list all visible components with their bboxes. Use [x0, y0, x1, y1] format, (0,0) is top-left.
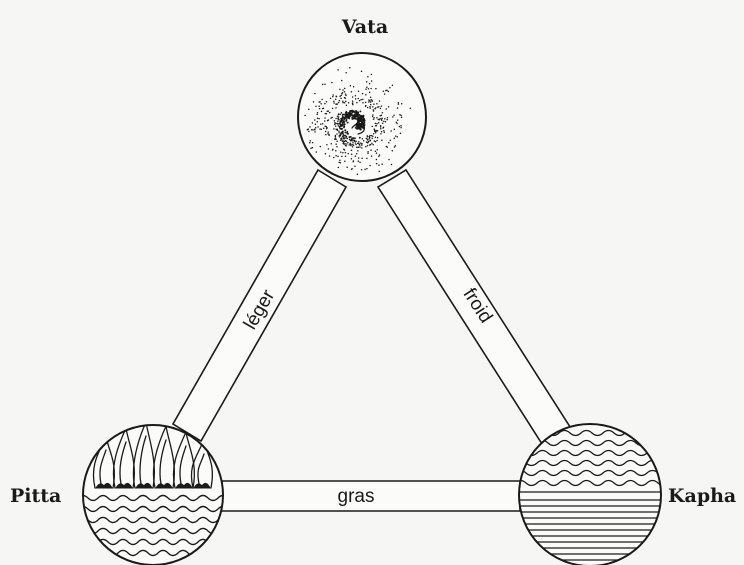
- dosha-name-pitta: Pitta: [10, 485, 61, 507]
- pitta-node: [78, 422, 238, 565]
- quality-label-gras: gras: [338, 486, 375, 507]
- dosha-name-kapha: Kapha: [668, 485, 736, 507]
- kapha-node: [515, 424, 669, 565]
- dosha-name-vata: Vata: [341, 16, 388, 38]
- vata-node: [298, 53, 426, 181]
